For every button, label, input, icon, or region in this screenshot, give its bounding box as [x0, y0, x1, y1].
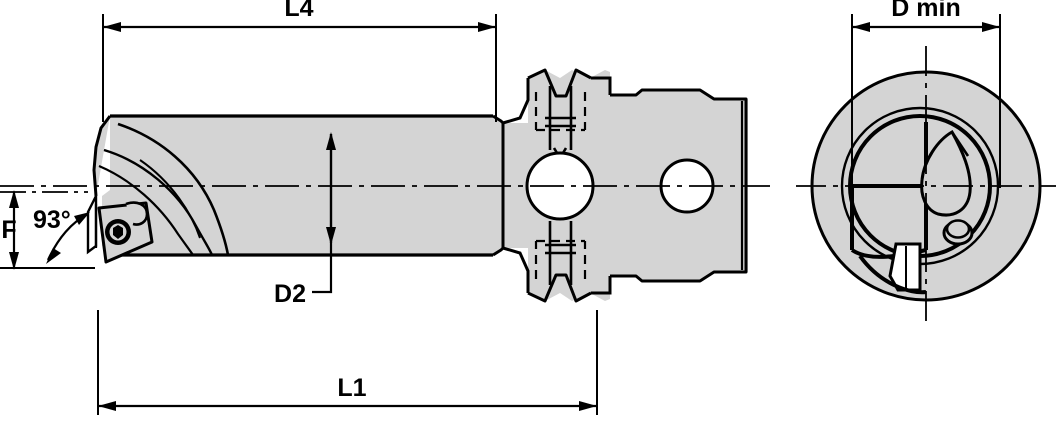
- dimension-d2: D2: [274, 132, 336, 308]
- l1-arrow-left: [98, 401, 116, 411]
- l1-arrow-right: [579, 401, 597, 411]
- d2-leader: [312, 243, 333, 294]
- f-arrow-bottom: [9, 252, 19, 270]
- l4-arrow-right: [478, 22, 496, 32]
- f-arrow-top: [9, 190, 19, 208]
- dmin-label: D min: [891, 0, 960, 22]
- insert-edge-line: [950, 131, 970, 157]
- hidden-thread-lines-top: [534, 92, 587, 132]
- relief-arc-3: [98, 164, 194, 256]
- dmin-arrow-left: [852, 22, 870, 32]
- v-groove-top: [527, 68, 592, 98]
- dimension-l1: L1: [97, 310, 598, 415]
- flange-left-cone-top: [502, 78, 530, 125]
- flange-right-top: [591, 76, 612, 95]
- nose-taper: [92, 115, 112, 197]
- thread-bore-bottom: [545, 221, 576, 285]
- insert-clamp-tab: [125, 201, 149, 226]
- l4-arrow-left: [103, 22, 121, 32]
- hidden-thread-lines-bottom: [534, 239, 587, 279]
- end-face-view: [796, 46, 1056, 326]
- l4-label: L4: [284, 0, 313, 22]
- pocket-lower-arc: [858, 254, 927, 295]
- dimension-f: F: [0, 190, 95, 270]
- angle-arrow-lower: [46, 248, 61, 264]
- l1-label: L1: [337, 374, 366, 402]
- d2-arrow-top: [326, 132, 336, 150]
- flange-left-cone-bottom: [502, 246, 530, 293]
- angle-arrow-upper: [74, 212, 90, 225]
- d2-arrow-bottom: [326, 227, 336, 245]
- flange-right-bottom: [591, 276, 612, 295]
- dimension-angle: 93°: [33, 204, 98, 264]
- screw-torx-socket: [113, 225, 123, 239]
- dimension-l4: L4: [102, 0, 497, 122]
- dmin-arrow-right: [982, 22, 1000, 32]
- insert-screw-head-end: [945, 219, 971, 239]
- f-label: F: [1, 216, 16, 244]
- side-section-view: [0, 68, 770, 303]
- angle-label: 93°: [33, 206, 71, 234]
- v-groove-bottom: [527, 273, 592, 303]
- relief-arc-1: [117, 122, 230, 256]
- relief-arc-4: [139, 159, 201, 239]
- dimension-dmin: D min: [851, 0, 1001, 188]
- end-view-inner-group: [840, 106, 1000, 295]
- d2-label: D2: [274, 280, 306, 308]
